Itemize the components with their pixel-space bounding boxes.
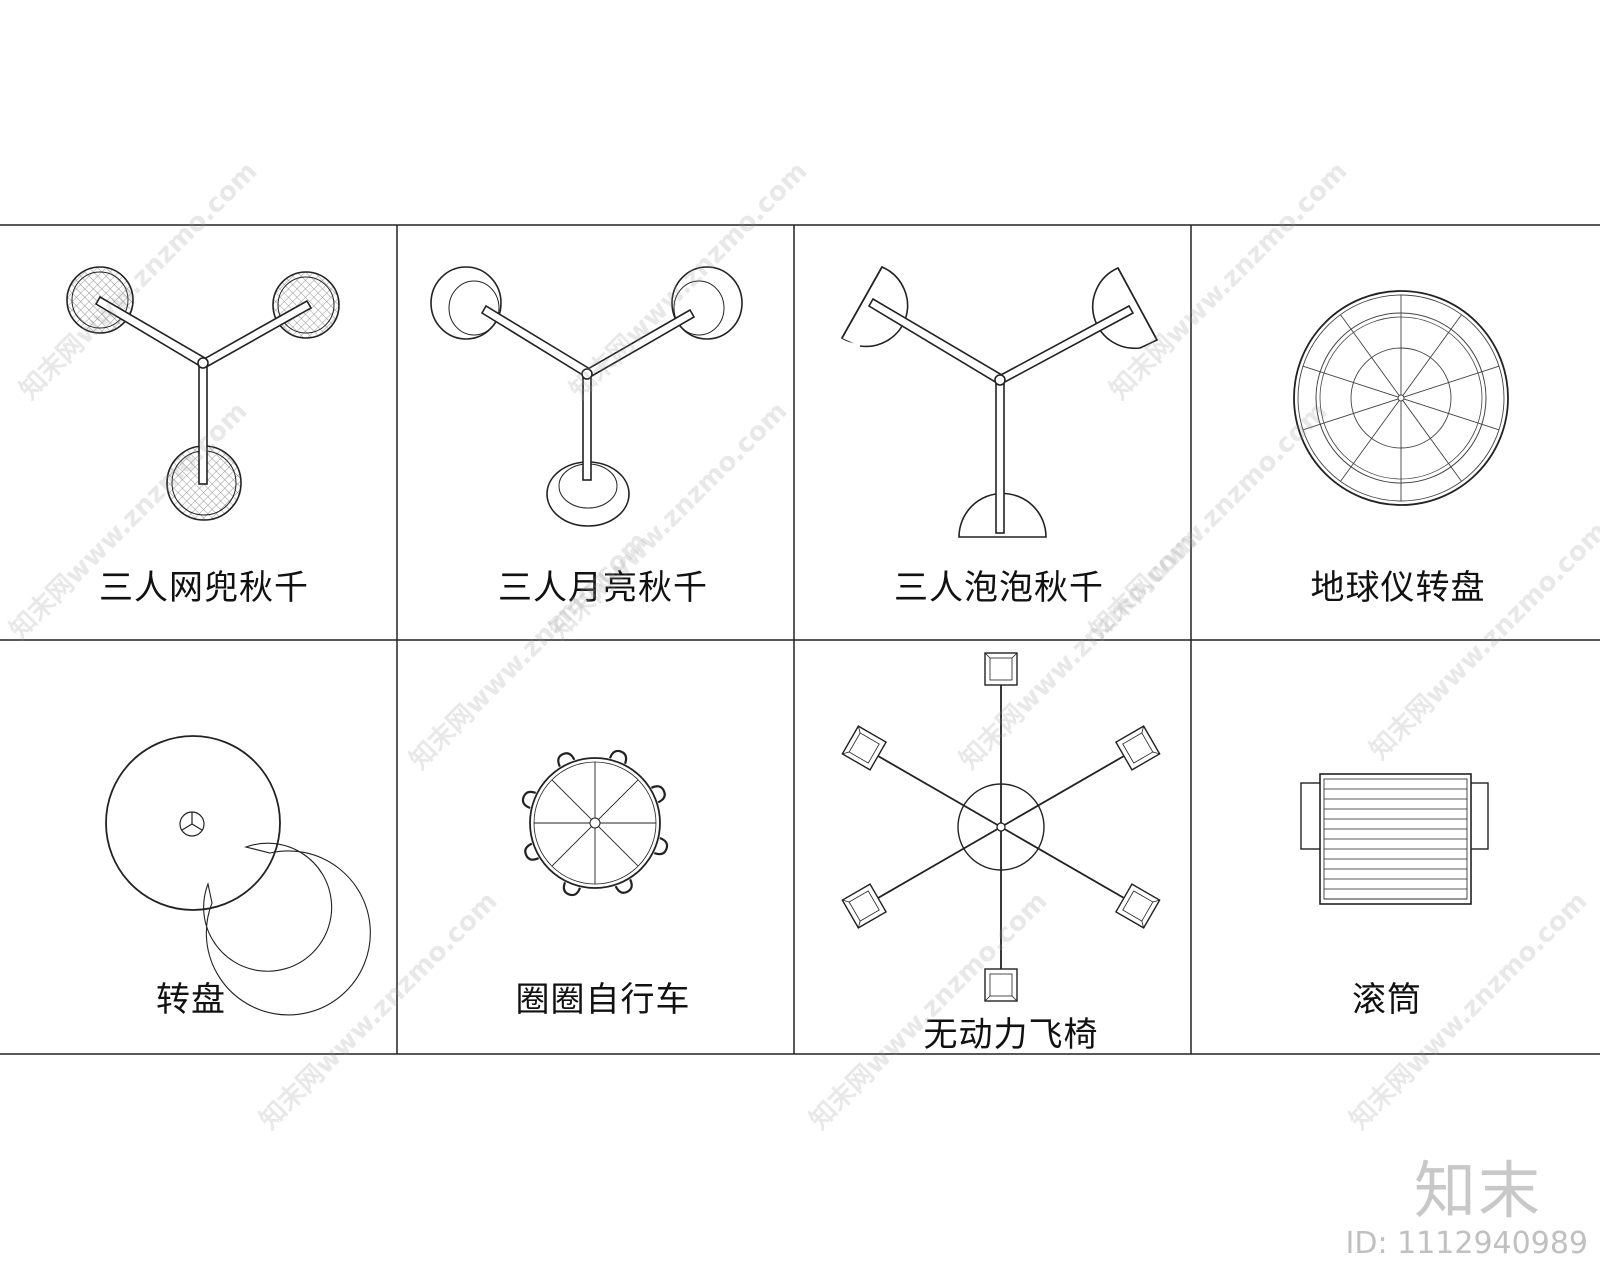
seat-inner — [989, 973, 1013, 997]
flying-chair-arm — [1000, 826, 1132, 903]
ring-bicycle-seat — [524, 842, 540, 861]
seat-hook — [653, 836, 669, 856]
image-id: ID: 1112940989 — [1345, 1226, 1588, 1261]
seat-corner — [857, 920, 861, 928]
flying-chair-symbol — [841, 652, 1161, 1002]
seat-outer — [841, 725, 888, 771]
ring-bicycle-spoke — [551, 826, 592, 867]
brand-logo: 知末 — [1413, 1154, 1542, 1227]
flying-chair-seat — [1114, 725, 1161, 771]
cell-label-bubble-swing: 三人泡泡秋千 — [894, 568, 1104, 608]
cell-label-turntable: 转盘 — [156, 980, 226, 1020]
flying-chair-seat — [1114, 883, 1161, 929]
globe-turntable-symbol — [1293, 290, 1509, 506]
ring-bicycle-seat — [608, 749, 628, 765]
grid-frame — [0, 224, 1600, 1055]
seat-corner — [1011, 652, 1018, 659]
ring-bicycle-seat — [614, 878, 633, 894]
cell-label-globe-turntable: 地球仪转盘 — [1310, 568, 1486, 608]
ring-bicycle-seat — [521, 790, 537, 810]
globe-spoke — [1403, 365, 1500, 398]
cell-label-ring-bicycle: 圈圈自行车 — [515, 980, 691, 1020]
flying-chair-arm — [870, 826, 1002, 903]
bubble-swing-symbol — [840, 265, 1159, 538]
seat-hook — [524, 842, 540, 861]
seat-hook — [562, 881, 582, 897]
seat-inner — [848, 732, 880, 764]
seat-corner — [1011, 995, 1018, 1002]
seat-outer — [841, 883, 888, 929]
flying-chair-arm — [1000, 751, 1132, 828]
flying-chair-seat — [984, 652, 1018, 686]
net-swing-symbol — [66, 266, 340, 521]
seat-hook — [608, 749, 628, 765]
seat-corner — [1152, 751, 1160, 755]
globe-spoke — [1302, 398, 1399, 431]
ring-bicycle-spoke — [551, 779, 592, 820]
moon-swing-symbol — [430, 266, 743, 527]
ring-bicycle-seat — [650, 785, 666, 804]
seat-corner — [1141, 726, 1145, 734]
seat-inner — [1122, 890, 1154, 922]
globe-spoke — [1402, 314, 1462, 396]
seat-corner — [1141, 920, 1145, 928]
cell-label-roller: 滚筒 — [1352, 980, 1422, 1020]
flying-chair-seat — [841, 725, 888, 771]
flying-chair-seat — [984, 968, 1018, 1002]
seat-corner — [1152, 899, 1160, 903]
seat-corner — [984, 995, 991, 1002]
flying-chair-hub — [996, 822, 1006, 832]
ring-bicycle-seat — [557, 752, 576, 768]
seat-hook — [521, 790, 537, 810]
cell-label-net-swing: 三人网兜秋千 — [99, 568, 309, 608]
ring-bicycle-seat — [653, 836, 669, 856]
seat-inner — [848, 890, 880, 922]
ring-bicycle-spoke — [598, 826, 639, 867]
seat-corner — [842, 899, 850, 903]
ring-bicycle-seat — [562, 881, 582, 897]
ring-bicycle-spoke — [598, 779, 639, 820]
globe-spoke — [1302, 365, 1399, 398]
seat-corner — [857, 726, 861, 734]
seat-outer — [1114, 725, 1161, 771]
roller-symbol — [1300, 773, 1489, 905]
seat-hook — [650, 785, 666, 804]
flying-chair-seat — [841, 883, 888, 929]
globe-spoke — [1340, 314, 1400, 396]
cell-label-flying-chair: 无动力飞椅 — [923, 1015, 1099, 1055]
seat-hook — [614, 878, 633, 894]
seat-inner — [1122, 732, 1154, 764]
globe-spoke — [1402, 400, 1462, 482]
cell-label-moon-swing: 三人月亮秋千 — [498, 568, 708, 608]
ring-bicycle-symbol — [521, 749, 669, 897]
flying-chair-arm — [870, 751, 1002, 828]
globe-spoke — [1340, 400, 1400, 482]
seat-inner — [989, 657, 1013, 681]
seat-outer — [1114, 883, 1161, 929]
seat-corner — [842, 751, 850, 755]
seat-corner — [984, 652, 991, 659]
seat-hook — [557, 752, 576, 768]
turntable-symbol — [105, 735, 371, 1016]
globe-spoke — [1403, 398, 1500, 431]
